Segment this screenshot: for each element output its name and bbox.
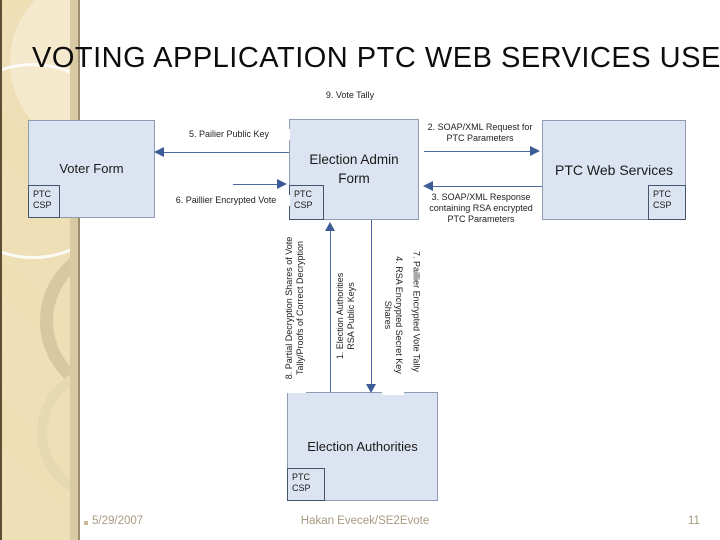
sidebar-ring-white [2,63,80,259]
footer-bullet-icon [84,521,88,525]
slide-title: VOTING APPLICATION PTC WEB SERVICES USE [32,42,720,74]
step8-label: 8. Partial Decryption Shares of Vote Tal… [284,223,306,393]
step4-label: 4. RSA Encrypted Secret Key Shares [382,235,404,395]
sidebar-decoration [0,0,80,540]
sidebar-right-edge [70,0,80,540]
admin-ptc-csp-box: PTC CSP [289,185,324,220]
arrow2-shaft [424,151,530,152]
footer-author: Hakan Evecek/SE2Evote [300,515,430,527]
arrow-down-shaft [371,220,372,384]
step9-label: 9. Vote Tally [305,90,395,101]
arrow5-shaft [164,152,289,153]
arrow5-head-icon [154,147,164,157]
arrow3-shaft [433,186,542,187]
arrow6-shaft [233,184,277,185]
voter-ptc-csp-box: PTC CSP [28,185,60,218]
footer-page-number: 11 [688,515,700,527]
ptcweb-ptc-csp-box: PTC CSP [648,185,686,220]
step1-label: 1. Election Authorities RSA Public Keys [335,246,357,386]
step2-label: 2. SOAP/XML Request for PTC Parameters [423,122,537,144]
arrow-up-head-icon [325,222,335,231]
footer-date: 5/29/2007 [92,515,144,527]
step6-label: 6. Paillier Encrypted Vote [162,195,290,206]
step3-label: 3. SOAP/XML Response containing RSA encr… [422,192,540,225]
arrow-down-head-icon [366,384,376,393]
step7-label: 7. Paillier Encrypted Vote Tally [410,232,422,391]
arrow2-head-icon [530,146,540,156]
arrow3-head-icon [423,181,433,191]
authorities-ptc-csp-box: PTC CSP [287,468,325,501]
arrow-up-shaft [330,231,331,392]
voter-form-box: Voter Form [28,120,155,218]
step5-label: 5. Pailier Public Key [168,129,290,140]
arrow6-head-icon [277,179,287,189]
